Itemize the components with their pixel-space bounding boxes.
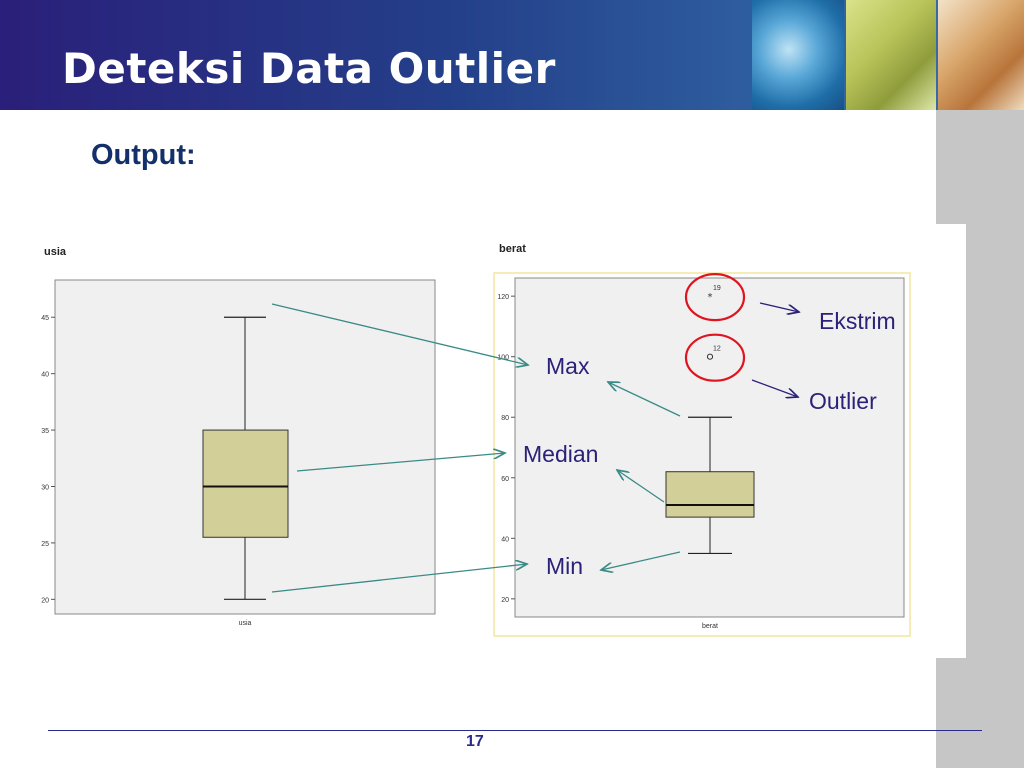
arrow-max-usia: [271, 303, 528, 365]
arrow-ekstrim: [759, 302, 799, 312]
y-tick-label: 80: [501, 415, 509, 422]
annotation-median: Median: [523, 441, 599, 467]
y-tick-label: 40: [501, 536, 509, 543]
footer-divider: [48, 730, 982, 731]
chart-title-berat: berat: [499, 243, 526, 255]
header-photo-calculator-image: [846, 0, 936, 110]
outlier-case-label: 12: [713, 346, 721, 353]
slide-title: Deteksi Data Outlier: [62, 44, 556, 93]
arrow-min-berat: [601, 551, 681, 570]
x-axis-label-usia: usia: [239, 620, 252, 627]
iqr-box-berat: [665, 471, 755, 518]
arrow-min-usia: [271, 564, 527, 593]
y-tick-label: 20: [501, 597, 509, 604]
y-tick-label: 60: [501, 476, 509, 483]
boxplot-charts: usia 20 25 30 35 40 45 usia berat 20 40 60 80 100 120 b…: [41, 243, 911, 637]
extreme-point: *: [708, 292, 713, 303]
chart-title-usia: usia: [44, 246, 67, 258]
page-number: 17: [466, 733, 484, 750]
annotation-min: Min: [546, 553, 584, 579]
arrow-median-usia: [296, 453, 505, 472]
header-photo-clock-image: [752, 0, 844, 110]
y-tick-label: 25: [41, 541, 49, 548]
annotation-outlier: Outlier: [809, 388, 877, 414]
slide-header: Deteksi Data Outlier: [0, 0, 1024, 110]
header-photo-pen-image: [938, 0, 1024, 110]
y-tick-label: 35: [41, 428, 49, 435]
outlier-point: [706, 353, 714, 360]
arrow-max-berat: [608, 382, 681, 417]
annotation-ekstrim: Ekstrim: [819, 308, 896, 334]
annotation-max: Max: [546, 353, 590, 379]
outlier-highlight-circle: [684, 273, 746, 322]
y-tick-label: 40: [41, 372, 49, 379]
output-heading: Output:: [91, 139, 196, 171]
y-tick-label: 45: [41, 315, 49, 322]
y-tick-label: 20: [41, 597, 49, 604]
iqr-box-usia: [202, 429, 289, 538]
y-tick-label: 100: [497, 355, 509, 362]
y-tick-label: 120: [497, 294, 509, 301]
x-axis-label-berat: berat: [702, 623, 718, 630]
outlier-case-label: 19: [713, 285, 721, 292]
arrow-median-berat: [617, 470, 665, 503]
arrow-outlier: [751, 379, 798, 397]
outlier-highlight-circle: [684, 333, 746, 382]
y-tick-label: 30: [41, 484, 49, 491]
